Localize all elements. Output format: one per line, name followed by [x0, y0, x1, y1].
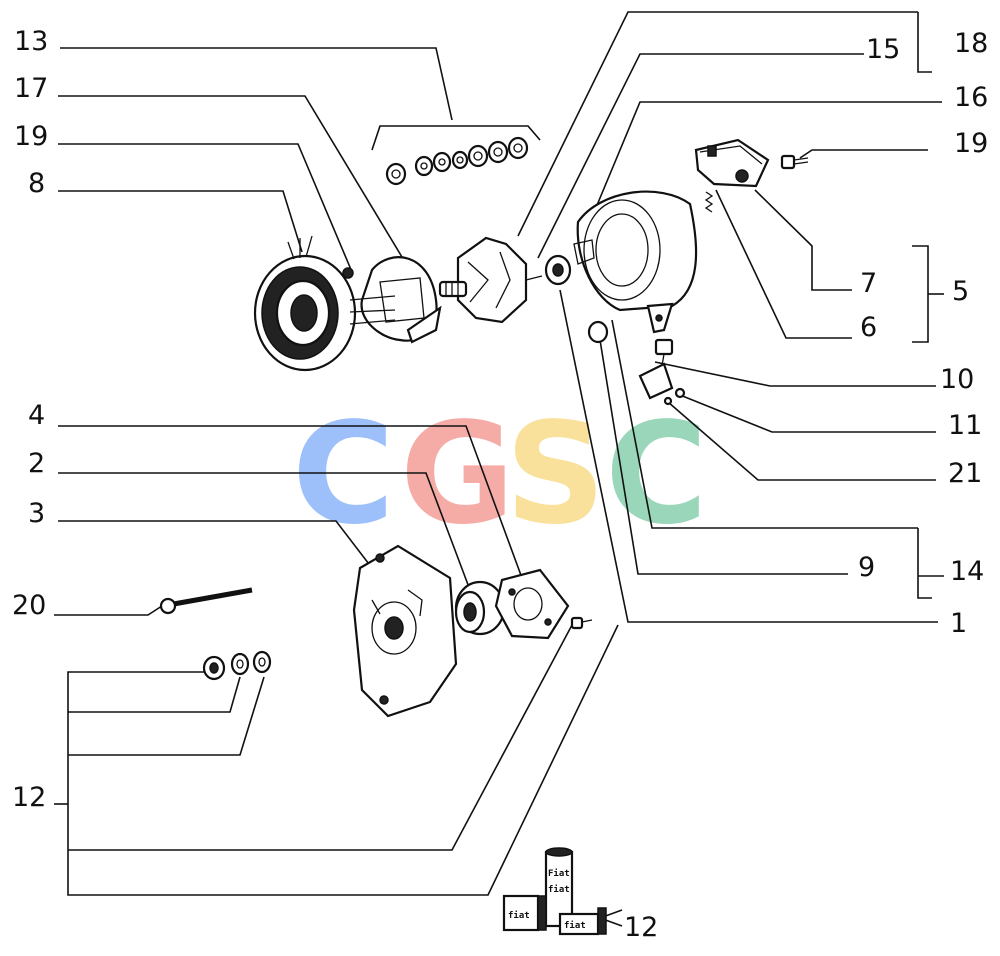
spring-clip [704, 191, 714, 213]
voltage-regulator [694, 138, 770, 188]
through-bolt [159, 587, 253, 615]
watermark-letter-c1: C [292, 393, 395, 556]
label-11: 11 [948, 410, 982, 441]
watermark-letter-c2: C [605, 393, 708, 556]
watermark-letter-s: S [505, 393, 606, 556]
screw-right [780, 154, 809, 170]
front-bearing [454, 580, 506, 636]
label-21: 21 [948, 458, 982, 489]
label-13: 13 [14, 26, 48, 57]
label-12-bottom: 12 [624, 912, 658, 943]
label-10: 10 [940, 364, 974, 395]
product-package: Fiat fiat fiat fiat [502, 847, 607, 936]
label-9: 9 [858, 552, 875, 583]
label-16: 16 [954, 82, 988, 113]
label-7: 7 [860, 268, 877, 299]
can-label-top: Fiat [548, 868, 570, 879]
label-19-right: 19 [954, 128, 988, 159]
small-screw [663, 387, 686, 406]
label-2: 2 [28, 448, 45, 479]
leader-lines [54, 11, 944, 927]
label-12-left: 12 [12, 782, 46, 813]
rear-housing [573, 190, 698, 334]
bearing-small [544, 254, 572, 286]
label-18: 18 [954, 28, 988, 59]
spacer-bushing [587, 320, 609, 344]
stator [253, 235, 357, 372]
label-4: 4 [28, 400, 45, 431]
washer-set [385, 136, 529, 186]
plate-screw [570, 616, 593, 630]
brush-holder-plate [342, 256, 442, 344]
suppressor-connector [638, 338, 674, 400]
label-5: 5 [952, 276, 969, 307]
label-6: 6 [860, 312, 877, 343]
can-label-bottom: fiat [548, 884, 570, 895]
label-17: 17 [14, 73, 48, 104]
label-8: 8 [28, 168, 45, 199]
rotor [438, 236, 543, 324]
part-number-labels: 13 17 19 8 4 2 3 20 12 15 18 16 19 7 5 6… [12, 26, 988, 943]
watermark-letter-g: G [400, 393, 515, 556]
nut-and-washers [202, 650, 272, 681]
watermark: C G S C [292, 393, 708, 556]
label-1: 1 [950, 608, 967, 639]
label-15: 15 [866, 34, 900, 65]
label-19-left: 19 [14, 121, 48, 152]
front-housing [352, 544, 458, 718]
bearing-retainer-plate [494, 568, 570, 640]
box-label-right: fiat [564, 920, 586, 931]
box-label-left: fiat [508, 910, 530, 921]
label-14: 14 [950, 556, 984, 587]
label-3: 3 [28, 498, 45, 529]
label-20: 20 [12, 590, 46, 621]
